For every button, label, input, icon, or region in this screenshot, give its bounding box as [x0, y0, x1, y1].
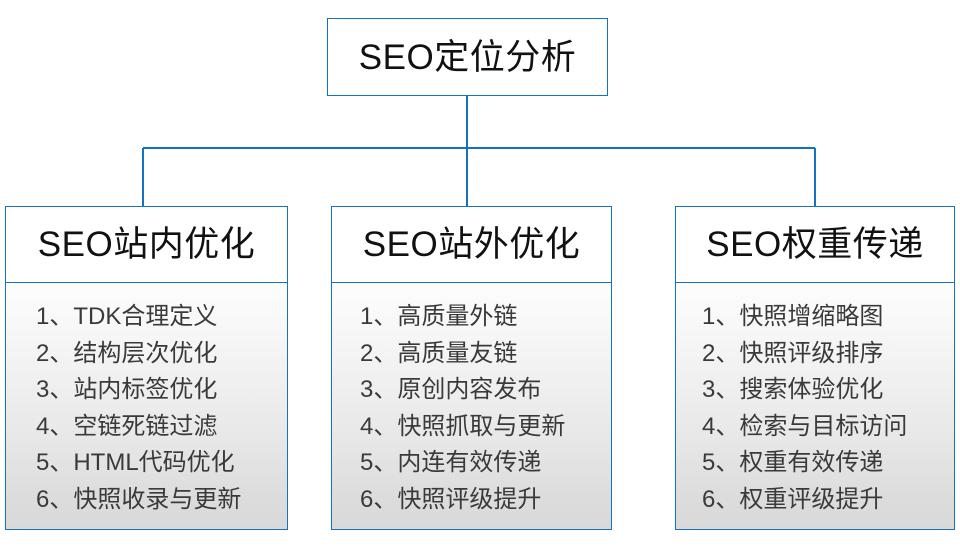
branch-item-list: 1、高质量外链 2、高质量友链 3、原创内容发布 4、快照抓取与更新 5、内连有… [332, 299, 565, 518]
list-item: 2、高质量友链 [360, 339, 518, 367]
list-item: 1、高质量外链 [360, 303, 518, 330]
root-node[interactable]: SEO定位分析 [327, 18, 608, 96]
branch-header: SEO站内优化 [6, 207, 287, 283]
branch-node-seo-onsite[interactable]: SEO站内优化 1、TDK合理定义 2、结构层次优化 3、站内标签优化 4、空链… [5, 206, 288, 530]
branch-item-list: 1、快照增缩略图 2、快照评级排序 3、搜索体验优化 4、检索与目标访问 5、权… [676, 299, 907, 518]
list-item: 4、空链死链过滤 [36, 412, 218, 440]
list-item: 5、HTML代码优化 [36, 449, 235, 476]
list-item: 2、快照评级排序 [702, 339, 884, 367]
list-item: 4、快照抓取与更新 [360, 412, 566, 440]
branch-title: SEO站外优化 [362, 225, 581, 264]
branch-title: SEO权重传递 [706, 225, 924, 264]
branch-body: 1、快照增缩略图 2、快照评级排序 3、搜索体验优化 4、检索与目标访问 5、权… [676, 283, 954, 529]
branch-header: SEO站外优化 [332, 207, 611, 283]
list-item: 3、搜索体验优化 [702, 376, 884, 403]
list-item: 1、TDK合理定义 [36, 303, 218, 330]
branch-item-list: 1、TDK合理定义 2、结构层次优化 3、站内标签优化 4、空链死链过滤 5、H… [6, 299, 241, 518]
list-item: 6、权重评级提升 [702, 485, 884, 513]
branch-body: 1、TDK合理定义 2、结构层次优化 3、站内标签优化 4、空链死链过滤 5、H… [6, 283, 287, 529]
list-item: 5、权重有效传递 [702, 449, 884, 476]
root-node-title: SEO定位分析 [358, 37, 577, 77]
list-item: 5、内连有效传递 [360, 449, 542, 476]
list-item: 4、检索与目标访问 [702, 412, 908, 440]
list-item: 3、站内标签优化 [36, 376, 218, 403]
branch-node-seo-offsite[interactable]: SEO站外优化 1、高质量外链 2、高质量友链 3、原创内容发布 4、快照抓取与… [331, 206, 612, 530]
branch-body: 1、高质量外链 2、高质量友链 3、原创内容发布 4、快照抓取与更新 5、内连有… [332, 283, 611, 529]
list-item: 6、快照评级提升 [360, 485, 542, 513]
list-item: 3、原创内容发布 [360, 376, 542, 403]
branch-header: SEO权重传递 [676, 207, 954, 283]
list-item: 1、快照增缩略图 [702, 303, 884, 330]
list-item: 6、快照收录与更新 [36, 485, 242, 513]
branch-node-seo-weight[interactable]: SEO权重传递 1、快照增缩略图 2、快照评级排序 3、搜索体验优化 4、检索与… [675, 206, 955, 530]
list-item: 2、结构层次优化 [36, 339, 218, 367]
branch-title: SEO站内优化 [37, 225, 256, 264]
